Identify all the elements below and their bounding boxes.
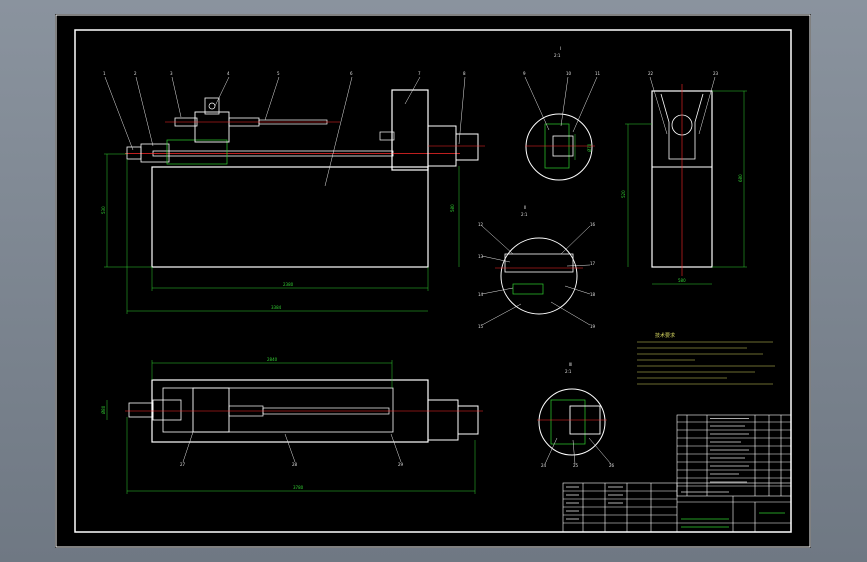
top-view: 27 28 29 2840 3780 Ø80 xyxy=(101,357,483,494)
drawing-sheet: 1 2 3 4 5 6 7 8 2380 3384 530 580 I 2:1 xyxy=(55,14,811,548)
carriage-hatch xyxy=(166,139,228,165)
part-label: 29 xyxy=(398,462,404,467)
part-label: 22 xyxy=(648,71,654,76)
detail-ii-view: II 2:1 12 13 14 15 16 17 18 19 xyxy=(478,205,596,329)
dim-label: 2840 xyxy=(267,357,278,362)
title-block-green-cells xyxy=(681,512,785,528)
part-label: 19 xyxy=(590,324,596,329)
technical-notes: 技术要求 xyxy=(637,332,775,385)
part-label: 4 xyxy=(227,71,230,76)
part-label: 23 xyxy=(713,71,719,76)
title-block xyxy=(562,482,792,533)
clamp-top xyxy=(204,97,220,115)
front-leaders xyxy=(104,76,466,187)
dim-label: 3780 xyxy=(293,485,304,490)
detail-i-view: I 2:1 Ø70 9 10 11 xyxy=(523,46,601,181)
top-end-cap xyxy=(128,402,154,418)
part-label: 8 xyxy=(463,71,466,76)
side-dimensions xyxy=(625,90,747,285)
part-label: 2 xyxy=(134,71,137,76)
carriage-block xyxy=(194,111,230,143)
coupling xyxy=(379,131,395,141)
bearing-seat xyxy=(140,143,170,163)
inner-frame xyxy=(74,29,792,533)
part-label: 5 xyxy=(277,71,280,76)
detail-circle xyxy=(538,388,606,456)
top-motor-fan xyxy=(457,405,479,435)
dim-label: Ø70 xyxy=(587,143,592,152)
parts-list xyxy=(676,414,792,497)
side-view: 22 23 520 680 580 xyxy=(621,71,747,285)
top-leaders xyxy=(182,431,402,463)
gearbox-housing xyxy=(391,89,429,171)
side-leaders xyxy=(649,76,716,135)
part-label: 13 xyxy=(478,254,484,259)
detail-leaders xyxy=(481,225,591,326)
top-inner-rail xyxy=(162,387,394,433)
part-label: 26 xyxy=(609,463,615,468)
front-part-labels: 1 2 3 4 5 6 7 8 xyxy=(103,71,466,76)
dim-label: 520 xyxy=(621,190,626,198)
part-label: 9 xyxy=(523,71,526,76)
detail-scale: 2:1 xyxy=(521,212,528,217)
part-label: 25 xyxy=(573,463,579,468)
dim-label: 580 xyxy=(678,278,686,283)
detail-scale: 2:1 xyxy=(565,369,572,374)
dim-label: Ø80 xyxy=(101,405,106,414)
detail-leaders xyxy=(524,76,598,133)
detail-circle xyxy=(500,237,578,315)
part-label: 27 xyxy=(180,462,186,467)
top-carriage xyxy=(192,387,230,433)
front-dimensions xyxy=(104,153,460,314)
base-frame xyxy=(151,166,429,268)
front-view: 1 2 3 4 5 6 7 8 2380 3384 530 580 xyxy=(101,71,485,314)
notes-text-lines xyxy=(637,341,775,385)
detail-iii-view: Ⅲ 2:1 24 25 26 xyxy=(537,362,615,468)
part-label: 11 xyxy=(595,71,601,76)
dim-label: 580 xyxy=(450,204,455,212)
part-label: 17 xyxy=(590,261,596,266)
detail-scale: 2:1 xyxy=(554,53,561,58)
part-label: 6 xyxy=(350,71,353,76)
cad-drawing: 1 2 3 4 5 6 7 8 2380 3384 530 580 I 2:1 xyxy=(55,14,811,548)
clamp-bolt xyxy=(208,102,216,110)
detail-leaders xyxy=(544,437,612,465)
detail-body xyxy=(504,253,574,273)
dim-label: 3384 xyxy=(271,305,282,310)
part-label: 16 xyxy=(590,222,596,227)
detail-title: I xyxy=(560,46,561,51)
detail-circle xyxy=(525,113,593,181)
part-label: 15 xyxy=(478,324,484,329)
detail-title: Ⅲ xyxy=(569,362,572,367)
top-bearing xyxy=(152,399,182,421)
dim-label: 530 xyxy=(101,206,106,214)
part-label: 7 xyxy=(418,71,421,76)
notes-title: 技术要求 xyxy=(655,332,675,339)
top-motor xyxy=(427,399,459,441)
part-label: 14 xyxy=(478,292,484,297)
detail-title: II xyxy=(524,205,526,210)
part-label: 18 xyxy=(590,292,596,297)
outer-border xyxy=(55,14,811,548)
dim-label: 2380 xyxy=(283,282,294,287)
end-cap xyxy=(126,146,142,160)
part-label: 3 xyxy=(170,71,173,76)
part-label: 12 xyxy=(478,222,484,227)
detail-hatch xyxy=(550,399,586,445)
part-label: 24 xyxy=(541,463,547,468)
part-label: 10 xyxy=(566,71,572,76)
part-label: 1 xyxy=(103,71,106,76)
motor-fan-cover xyxy=(455,133,479,161)
part-label: 28 xyxy=(292,462,298,467)
dim-label: 680 xyxy=(738,174,743,182)
title-block-text-marks xyxy=(566,418,749,520)
top-dimensions xyxy=(106,360,476,494)
detail-hatch xyxy=(512,283,544,295)
